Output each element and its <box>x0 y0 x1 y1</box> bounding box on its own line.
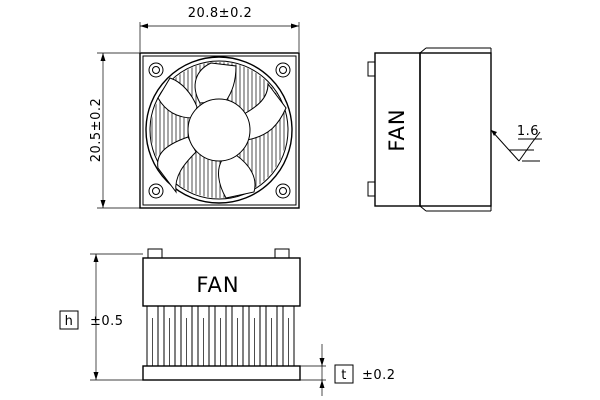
heatsink-side-body <box>419 52 492 207</box>
corner-screw-icon <box>148 62 291 199</box>
h-symbol: h <box>65 314 74 329</box>
h-box <box>59 310 79 330</box>
fan-hub <box>187 98 251 162</box>
fan-blade-icon <box>157 62 287 199</box>
fan-opening <box>145 56 293 204</box>
fan-frame <box>139 52 300 209</box>
side-view: FAN 1.6 <box>367 47 542 212</box>
roughness-value: 1.6 <box>517 124 539 139</box>
heatsink-base <box>142 365 301 381</box>
t-tolerance: ±0.2 <box>362 368 396 383</box>
t-symbol: t <box>341 368 347 383</box>
height-dimension: 20.5±0.2 <box>89 98 104 163</box>
front-fins <box>146 305 295 367</box>
h-tolerance: ±0.5 <box>90 314 124 329</box>
fan-label-front: FAN <box>196 273 239 297</box>
t-box <box>334 364 354 384</box>
front-view: h ±0.5 FAN t ±0.2 <box>59 248 396 396</box>
fan-label-side: FAN <box>385 108 409 151</box>
top-view: 20.8±0.2 20.5±0.2 <box>89 6 300 209</box>
width-dimension: 20.8±0.2 <box>188 6 253 21</box>
